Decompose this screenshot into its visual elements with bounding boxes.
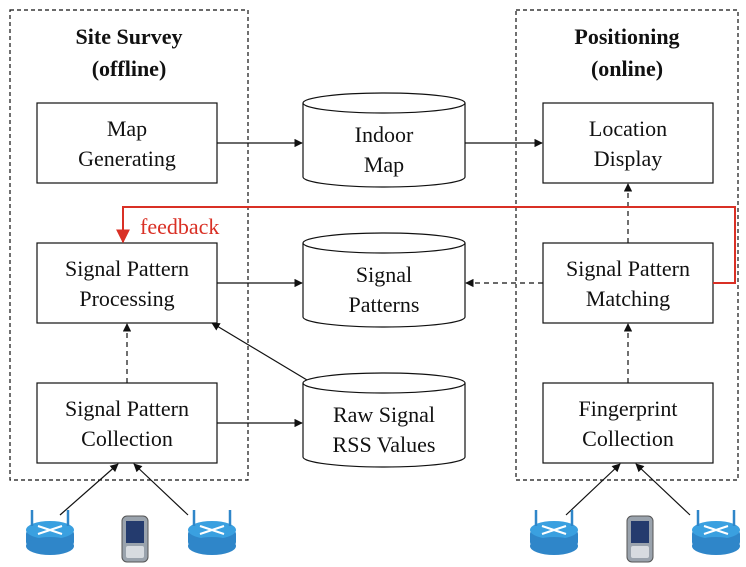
signal-pattern-collection-line2: Collection [81, 426, 173, 451]
signal-pattern-matching-box: Signal Pattern Matching [542, 242, 714, 324]
smartphone-icon [626, 515, 654, 563]
map-generating-line1: Map [107, 116, 147, 141]
fingerprint-collection-box: Fingerprint Collection [542, 382, 714, 464]
location-display-line2: Display [594, 146, 662, 171]
positioning-subtitle: (online) [591, 56, 663, 81]
map-generating-line2: Generating [78, 146, 176, 171]
indoor-map-line2: Map [364, 152, 404, 177]
signal-pattern-collection-box: Signal Pattern Collection [36, 382, 218, 464]
router-icon [188, 510, 236, 555]
site-survey-panel [9, 9, 249, 481]
site-survey-title: Site Survey [76, 24, 183, 49]
indoor-map-line1: Indoor [355, 122, 414, 147]
feedback-label: feedback [140, 214, 219, 239]
arrow-raw-to-processing [211, 322, 308, 381]
signal-pattern-processing-line2: Processing [79, 286, 174, 311]
raw-signal-line1: Raw Signal [333, 402, 435, 427]
positioning-title: Positioning [574, 24, 679, 49]
arrow-router3-to-fingerprint [565, 463, 621, 516]
site-survey-subtitle: (offline) [92, 56, 167, 81]
signal-pattern-processing-line1: Signal Pattern [65, 256, 189, 281]
arrow-router1-to-collection [59, 463, 119, 516]
signal-patterns-line1: Signal [356, 262, 412, 287]
location-display-box: Location Display [542, 102, 714, 184]
signal-patterns-database: Signal Patterns [302, 232, 466, 328]
feedback-arrow [116, 206, 736, 284]
fingerprint-collection-line1: Fingerprint [579, 396, 678, 421]
arrow-router2-to-collection [133, 463, 189, 516]
smartphone-icon [121, 515, 149, 563]
arrow-router4-to-fingerprint [635, 463, 691, 516]
signal-pattern-collection-line1: Signal Pattern [65, 396, 189, 421]
router-icon [26, 510, 74, 555]
positioning-panel [515, 9, 739, 481]
indoor-map-database: Indoor Map [302, 92, 466, 188]
signal-patterns-line2: Patterns [349, 292, 420, 317]
fingerprint-collection-line2: Collection [582, 426, 674, 451]
raw-signal-line2: RSS Values [333, 432, 436, 457]
router-icon [692, 510, 740, 555]
signal-pattern-matching-line2: Matching [586, 286, 670, 311]
map-generating-box: Map Generating [36, 102, 218, 184]
signal-pattern-processing-box: Signal Pattern Processing [36, 242, 218, 324]
location-display-line1: Location [589, 116, 667, 141]
raw-signal-database: Raw Signal RSS Values [302, 372, 466, 468]
signal-pattern-matching-line1: Signal Pattern [566, 256, 690, 281]
router-icon [530, 510, 578, 555]
